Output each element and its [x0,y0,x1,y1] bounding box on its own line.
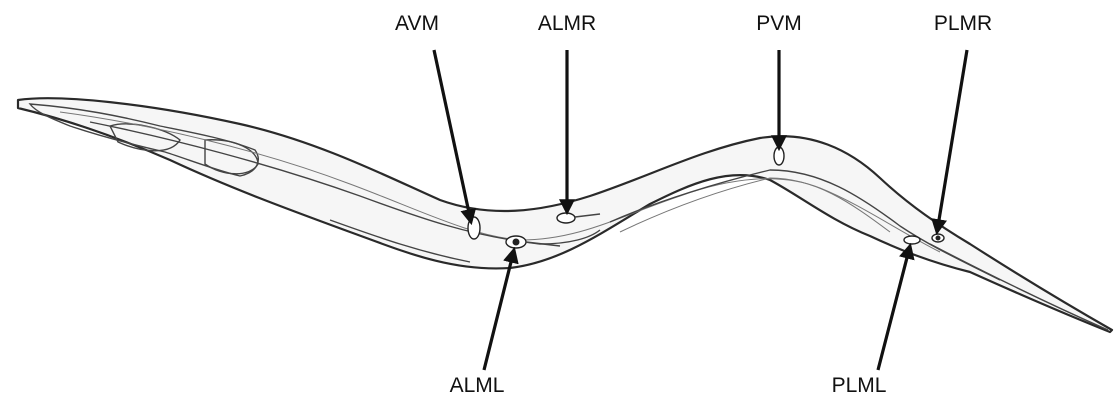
almr-label: ALMR [538,12,596,35]
alml-nucleus [513,239,519,245]
almr-neuron [557,213,575,223]
avm-label: AVM [395,12,439,35]
pvm-label: PVM [756,12,802,35]
plmr-label: PLMR [934,12,992,35]
plml-arrow [878,246,910,370]
plml-neuron [904,236,920,244]
plml-label: PLML [832,374,887,397]
plmr-nucleus [936,236,940,240]
plmr-arrow [937,50,967,232]
worm-body [18,98,1112,332]
pvm-neuron [774,147,784,165]
alml-label: ALML [450,374,505,397]
avm-arrow [434,50,471,222]
